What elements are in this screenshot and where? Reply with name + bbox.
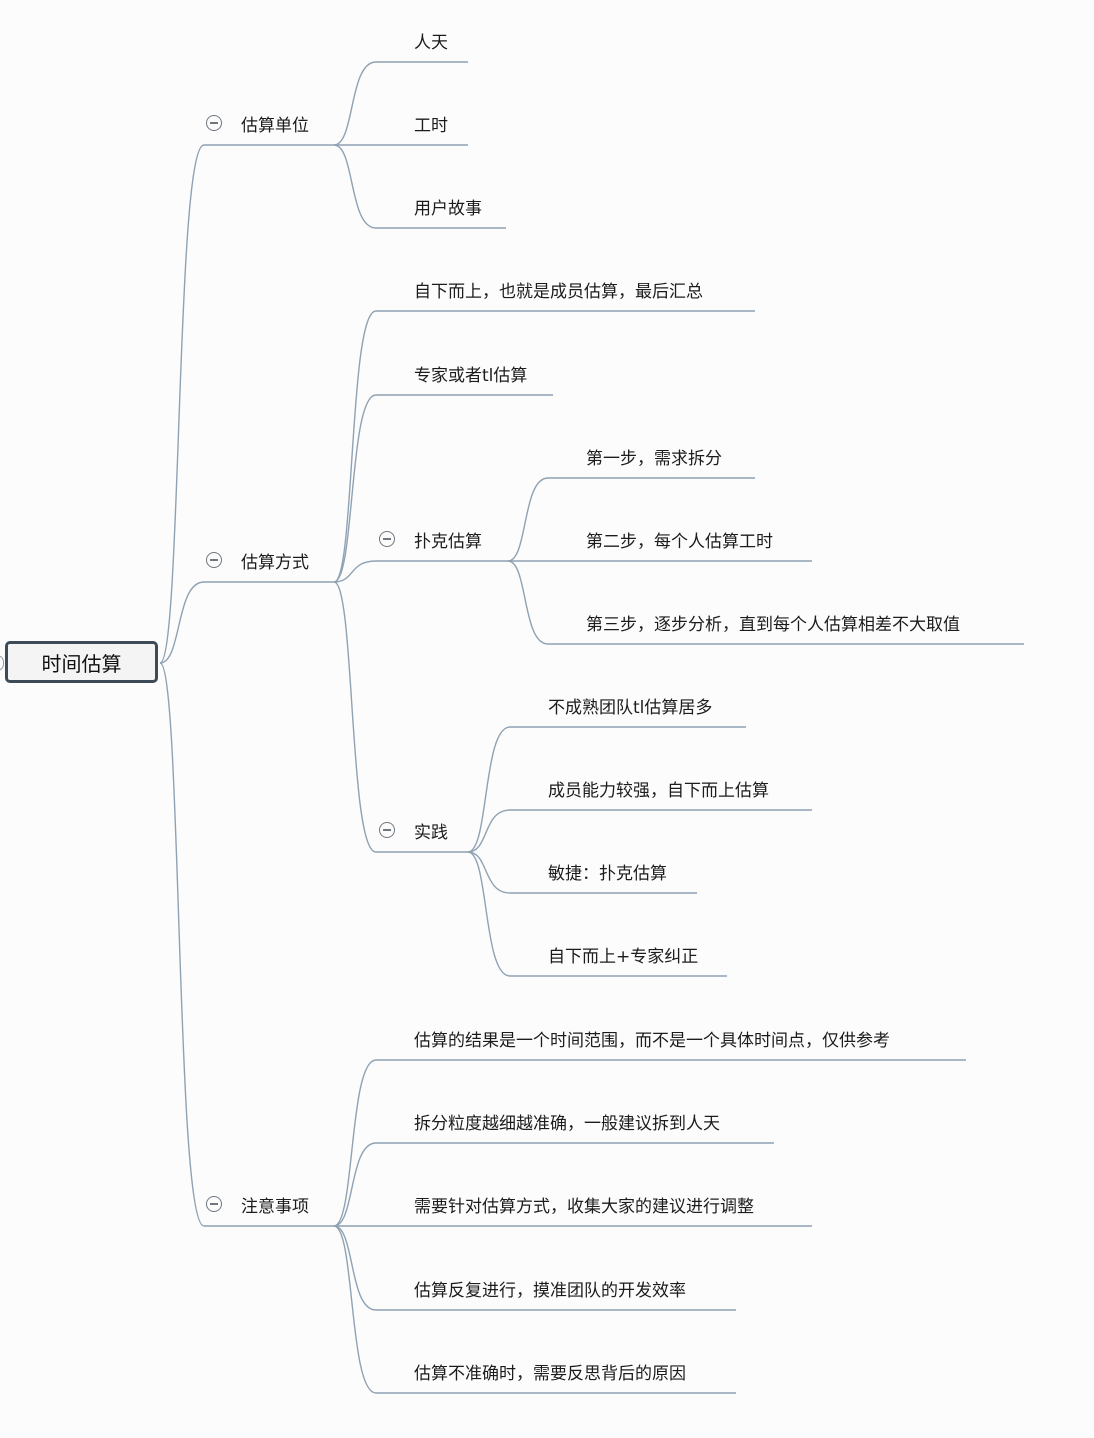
connector-line: [333, 394, 377, 583]
minus-circle-icon[interactable]: [206, 552, 222, 568]
connector-line: [507, 560, 549, 645]
leaf-topic[interactable]: 成员能力较强，自下而上估算: [548, 781, 769, 801]
leaf-topic[interactable]: 估算的结果是一个时间范围，而不是一个具体时间点，仅供参考: [414, 1031, 890, 1051]
branch-1-topic[interactable]: 估算单位: [241, 116, 309, 136]
leaf-topic[interactable]: 工时: [414, 116, 448, 136]
branch-3-topic[interactable]: 注意事项: [241, 1197, 309, 1217]
minus-circle-icon[interactable]: [206, 115, 222, 131]
connector-line: [159, 144, 205, 664]
connector-line: [507, 477, 549, 562]
leaf-topic[interactable]: 自下而上+专家纠正: [548, 947, 699, 967]
leaf-topic[interactable]: 不成熟团队tl估算居多: [548, 698, 713, 718]
leaf-topic[interactable]: 人天: [414, 33, 448, 53]
connector-line: [333, 1225, 377, 1394]
connector-line: [333, 144, 377, 229]
connector-line: [333, 560, 377, 583]
root-topic[interactable]: 时间估算: [5, 641, 158, 683]
branch-2-topic[interactable]: 估算方式: [241, 553, 309, 573]
connector-line: [333, 61, 377, 146]
connector-line: [333, 1059, 377, 1227]
connector-line: [333, 581, 377, 853]
leaf-topic[interactable]: 自下而上，也就是成员估算，最后汇总: [414, 282, 703, 302]
connector-line: [159, 662, 205, 1227]
leaf-topic[interactable]: 第二步，每个人估算工时: [586, 532, 773, 552]
connector-line: [333, 1142, 377, 1227]
leaf-topic[interactable]: 拆分粒度越细越准确，一般建议拆到人天: [414, 1114, 720, 1134]
leaf-topic[interactable]: 专家或者tl估算: [414, 366, 528, 386]
minus-circle-icon[interactable]: [379, 531, 395, 547]
sub-branch-topic[interactable]: 实践: [414, 823, 448, 843]
connector-line: [467, 851, 511, 977]
connector-line: [333, 1225, 377, 1311]
connector-line: [159, 581, 205, 664]
leaf-topic[interactable]: 敏捷：扑克估算: [548, 864, 667, 884]
leaf-topic[interactable]: 用户故事: [414, 199, 482, 219]
leaf-topic[interactable]: 需要针对估算方式，收集大家的建议进行调整: [414, 1197, 754, 1217]
sub-branch-topic[interactable]: 扑克估算: [414, 532, 482, 552]
minus-circle-icon[interactable]: [206, 1196, 222, 1212]
leaf-topic[interactable]: 估算不准确时，需要反思背后的原因: [414, 1364, 686, 1384]
connector-line: [333, 310, 377, 583]
leaf-topic[interactable]: 估算反复进行，摸准团队的开发效率: [414, 1281, 686, 1301]
connector-line: [467, 809, 511, 853]
leaf-topic[interactable]: 第三步，逐步分析，直到每个人估算相差不大取值: [586, 615, 960, 635]
connector-line: [467, 851, 511, 894]
leaf-topic[interactable]: 第一步，需求拆分: [586, 449, 722, 469]
root-topic-label: 时间估算: [41, 651, 122, 676]
minus-circle-icon[interactable]: [379, 822, 395, 838]
connector-line: [467, 726, 511, 853]
